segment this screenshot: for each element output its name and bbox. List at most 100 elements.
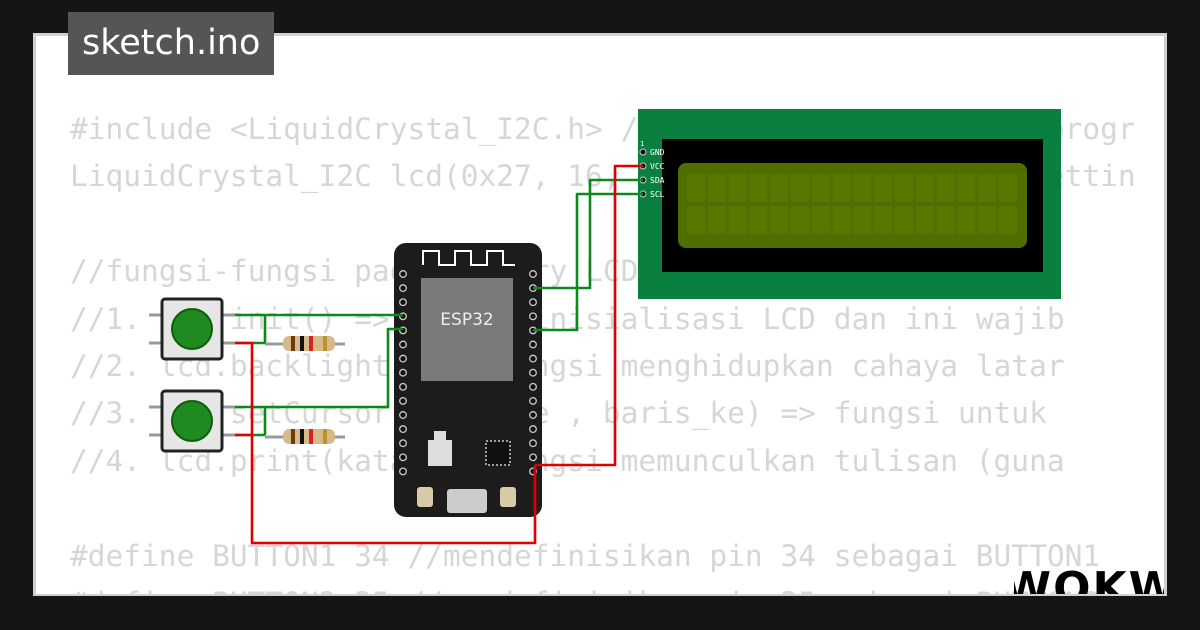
lcd-cell xyxy=(791,174,809,202)
lcd-cell xyxy=(895,206,913,234)
lcd-cell xyxy=(936,174,955,202)
esp32-board[interactable]: ESP32 xyxy=(394,243,542,517)
lcd-cell xyxy=(978,174,997,202)
lcd-cell xyxy=(915,174,934,202)
lcd-character-grid xyxy=(687,174,1017,234)
lcd-cell xyxy=(728,174,747,202)
esp32-pin[interactable] xyxy=(529,396,537,405)
pushbutton-1-cap xyxy=(171,308,213,350)
wires xyxy=(235,164,643,545)
voltage-regulator xyxy=(428,440,452,466)
wire-scl[interactable] xyxy=(533,192,643,332)
esp32-pin[interactable] xyxy=(529,340,537,349)
pushbutton-2[interactable] xyxy=(149,389,235,453)
esp32-pin[interactable] xyxy=(529,312,537,321)
esp32-pin[interactable] xyxy=(399,439,407,448)
esp32-pin[interactable] xyxy=(399,411,407,419)
lcd-cell xyxy=(770,174,789,202)
resistor-2-band xyxy=(309,429,313,444)
lcd-cell xyxy=(728,206,747,234)
esp32-pin[interactable] xyxy=(399,382,407,391)
lcd-cell xyxy=(978,206,997,234)
lcd-pin[interactable] xyxy=(639,148,647,156)
wire-button2-signal[interactable] xyxy=(235,327,403,409)
esp32-pin[interactable] xyxy=(529,368,537,377)
lcd-cell xyxy=(791,206,809,234)
lcd-pin-label: GND xyxy=(650,148,665,157)
wire-sda[interactable] xyxy=(533,178,643,290)
lcd-cell xyxy=(687,206,705,234)
resistor-1[interactable] xyxy=(265,336,345,351)
usb-chip xyxy=(485,440,511,466)
lcd-cell xyxy=(999,206,1017,234)
code-line: #define BUTTON2 35 //mendefinisikan pin … xyxy=(70,580,1134,594)
en-button[interactable] xyxy=(500,487,516,507)
resistor-1-band xyxy=(323,336,327,351)
esp32-module-chip xyxy=(421,278,513,381)
wire-lcd-vcc[interactable] xyxy=(535,164,643,467)
esp32-right-pins xyxy=(529,270,537,476)
esp32-pin[interactable] xyxy=(399,354,407,363)
lcd-cell xyxy=(832,174,851,202)
esp32-pin[interactable] xyxy=(399,298,407,307)
brand-name: WOKWI xyxy=(1014,563,1167,597)
lcd-pin-number: 1 xyxy=(640,140,644,148)
lcd-cell xyxy=(749,174,768,202)
esp32-left-pins xyxy=(399,270,407,476)
esp32-pin[interactable] xyxy=(399,453,407,462)
lcd-cell xyxy=(874,206,893,234)
code-line: //2. lcd.backlight() => fungsi menghidup… xyxy=(70,348,1065,383)
lcd-cell xyxy=(770,206,789,234)
lcd-cell xyxy=(853,174,872,202)
preview-frame: #include <LiquidCrystal_I2C.h> //include… xyxy=(33,33,1167,597)
lcd-cell xyxy=(915,206,934,234)
esp32-pin[interactable] xyxy=(399,467,407,476)
esp32-pin[interactable] xyxy=(529,425,537,434)
window-title: sketch.ino xyxy=(68,12,275,75)
esp32-pin[interactable] xyxy=(399,368,407,377)
esp32-pin[interactable] xyxy=(529,298,537,307)
pushbutton-1[interactable] xyxy=(149,297,235,361)
esp32-pin[interactable] xyxy=(529,439,537,448)
lcd-pin-label: SCL xyxy=(650,190,665,199)
lcd-pin-label: SDA xyxy=(650,176,665,185)
esp32-pin[interactable] xyxy=(529,411,537,419)
code-line: #define BUTTON1 34 //mendefinisikan pin … xyxy=(70,538,1101,573)
lcd-cell xyxy=(895,174,913,202)
resistor-2-band xyxy=(323,429,327,444)
esp32-pin[interactable] xyxy=(529,270,537,278)
lcd-cell xyxy=(957,174,976,202)
esp32-pin[interactable] xyxy=(399,270,407,278)
resistor-2-band xyxy=(291,429,295,444)
esp32-label: ESP32 xyxy=(440,310,493,330)
resistor-1-band xyxy=(300,336,304,351)
lcd-cell xyxy=(957,206,976,234)
antenna-trace xyxy=(422,250,515,266)
usb-connector xyxy=(447,489,487,513)
lcd-cell xyxy=(874,174,893,202)
lcd-module[interactable]: 1 GND VCC SDA SCL xyxy=(638,109,1061,299)
resistor-1-band xyxy=(309,336,313,351)
resistor-1-band xyxy=(291,336,295,351)
wire-button1-vcc[interactable] xyxy=(235,341,537,545)
lcd-cell xyxy=(811,174,830,202)
esp32-pin[interactable] xyxy=(529,382,537,391)
regulator-tab xyxy=(434,431,446,440)
esp32-pin[interactable] xyxy=(399,340,407,349)
bottom-band xyxy=(0,596,1200,630)
esp32-pin[interactable] xyxy=(529,453,537,462)
resistor-2[interactable] xyxy=(265,429,345,444)
lcd-cell xyxy=(936,206,955,234)
esp32-pin[interactable] xyxy=(399,284,407,293)
circuit-diagram: 1 GND VCC SDA SCL ESP32 xyxy=(149,109,1061,545)
wokwi-logo: WOKWI xyxy=(1014,563,1167,597)
lcd-cell xyxy=(811,206,830,234)
esp32-pin[interactable] xyxy=(399,425,407,434)
lcd-pin-label: VCC xyxy=(650,162,665,171)
boot-button[interactable] xyxy=(417,487,433,507)
esp32-pin[interactable] xyxy=(529,354,537,363)
esp32-pin[interactable] xyxy=(399,396,407,405)
pushbutton-2-cap xyxy=(171,400,213,442)
lcd-cell xyxy=(853,206,872,234)
lcd-cell xyxy=(832,206,851,234)
